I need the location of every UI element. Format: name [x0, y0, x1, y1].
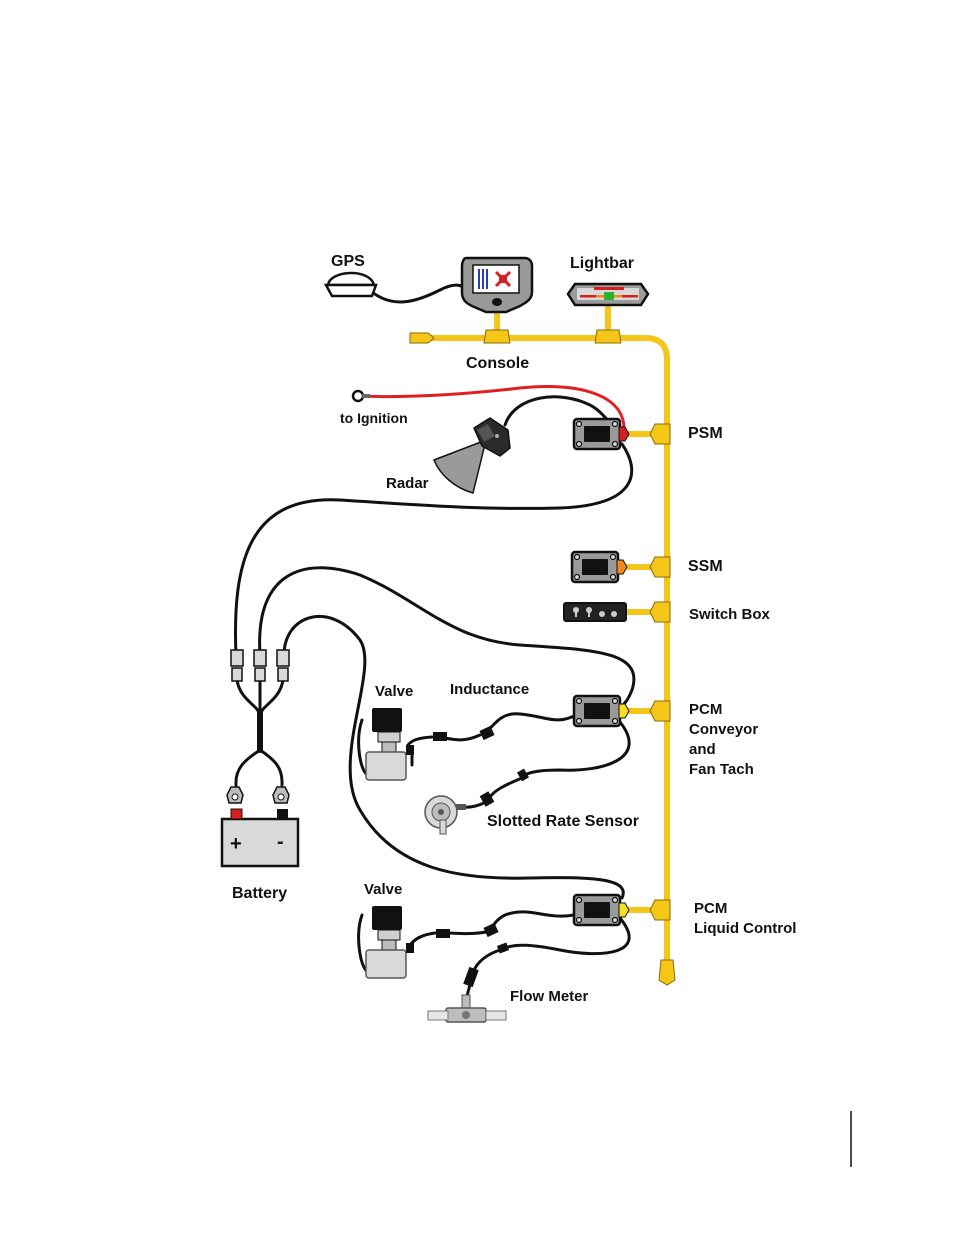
harness-trunk-right — [260, 680, 283, 715]
gps-label: GPS — [331, 253, 365, 270]
pcm-liquid-power-cable — [284, 616, 623, 898]
pcm-conveyor-power-cable — [260, 568, 634, 706]
psm-module-icon — [574, 419, 629, 449]
gps-antenna-icon — [326, 273, 376, 296]
flow-meter-icon — [428, 943, 509, 1022]
bus-terminator-left — [410, 333, 434, 343]
harness-connectors-icon — [231, 650, 289, 681]
pcm-conveyor-label-line4: Fan Tach — [689, 761, 754, 778]
console-label: Console — [466, 355, 529, 372]
valve-top-label: Valve — [375, 683, 413, 700]
switch-box-label: Switch Box — [689, 606, 771, 623]
pcm-conveyor-label-line3: and — [689, 741, 716, 758]
gps-cable — [372, 285, 468, 302]
battery-lead-negative — [260, 750, 282, 785]
to-ignition-label: to Ignition — [340, 410, 408, 426]
valve-bottom-label: Valve — [364, 881, 402, 898]
battery-label: Battery — [232, 885, 287, 902]
ssm-t-connector — [650, 557, 670, 577]
radar-icon — [434, 418, 510, 493]
pcm-conveyor-label-line2: Conveyor — [689, 721, 758, 738]
liquid-valve-cable — [448, 932, 486, 934]
radar-label: Radar — [386, 475, 429, 492]
ssm-module-icon — [572, 552, 627, 582]
psm-t-connector — [650, 424, 670, 444]
main-bus — [410, 305, 675, 985]
lightbar-t-connector — [595, 330, 621, 343]
pcm-liquid-label-line2: Liquid Control — [694, 920, 796, 937]
lightbar-label: Lightbar — [570, 255, 634, 272]
pcm-liquid-valve-cable — [490, 912, 574, 930]
flow-meter-label: Flow Meter — [510, 988, 589, 1005]
battery-plus-label: + — [230, 833, 242, 855]
valve-bottom-icon — [366, 906, 499, 978]
sensor-cable — [490, 778, 522, 797]
battery-minus-label: - — [277, 831, 284, 853]
ssm-label: SSM — [688, 558, 723, 575]
console-t-connector — [484, 330, 510, 343]
inductance-cable — [485, 714, 574, 733]
pcm-liquid-module-icon — [574, 895, 629, 925]
pcm-conveyor-sensor-cable — [525, 722, 629, 775]
pcm-conveyor-t-connector — [650, 701, 670, 721]
pcm-liquid-label-line1: PCM — [694, 900, 727, 917]
lightbar-icon — [568, 284, 648, 305]
valve-top-icon — [366, 708, 414, 780]
console-icon — [462, 258, 532, 312]
slotted-rate-sensor-label: Slotted Rate Sensor — [487, 813, 639, 830]
valve-top-cable — [408, 737, 432, 745]
flow-meter-cable — [474, 950, 500, 970]
psm-power-cable — [235, 444, 631, 655]
inductance-to-valve-cable — [445, 735, 480, 740]
pcm-conveyor-label-line1: PCM — [689, 701, 722, 718]
switch-box-icon — [564, 603, 626, 621]
ignition-ring-terminal-icon — [353, 391, 370, 401]
battery-lead-positive — [236, 750, 260, 785]
bus-terminator-bottom — [659, 960, 675, 985]
inductance-label: Inductance — [450, 681, 529, 698]
psm-label: PSM — [688, 425, 723, 442]
harness-trunk-left — [237, 680, 260, 715]
switch-box-t-connector — [650, 602, 670, 622]
pcm-liquid-t-connector — [650, 900, 670, 920]
pcm-conveyor-module-icon — [574, 696, 629, 726]
